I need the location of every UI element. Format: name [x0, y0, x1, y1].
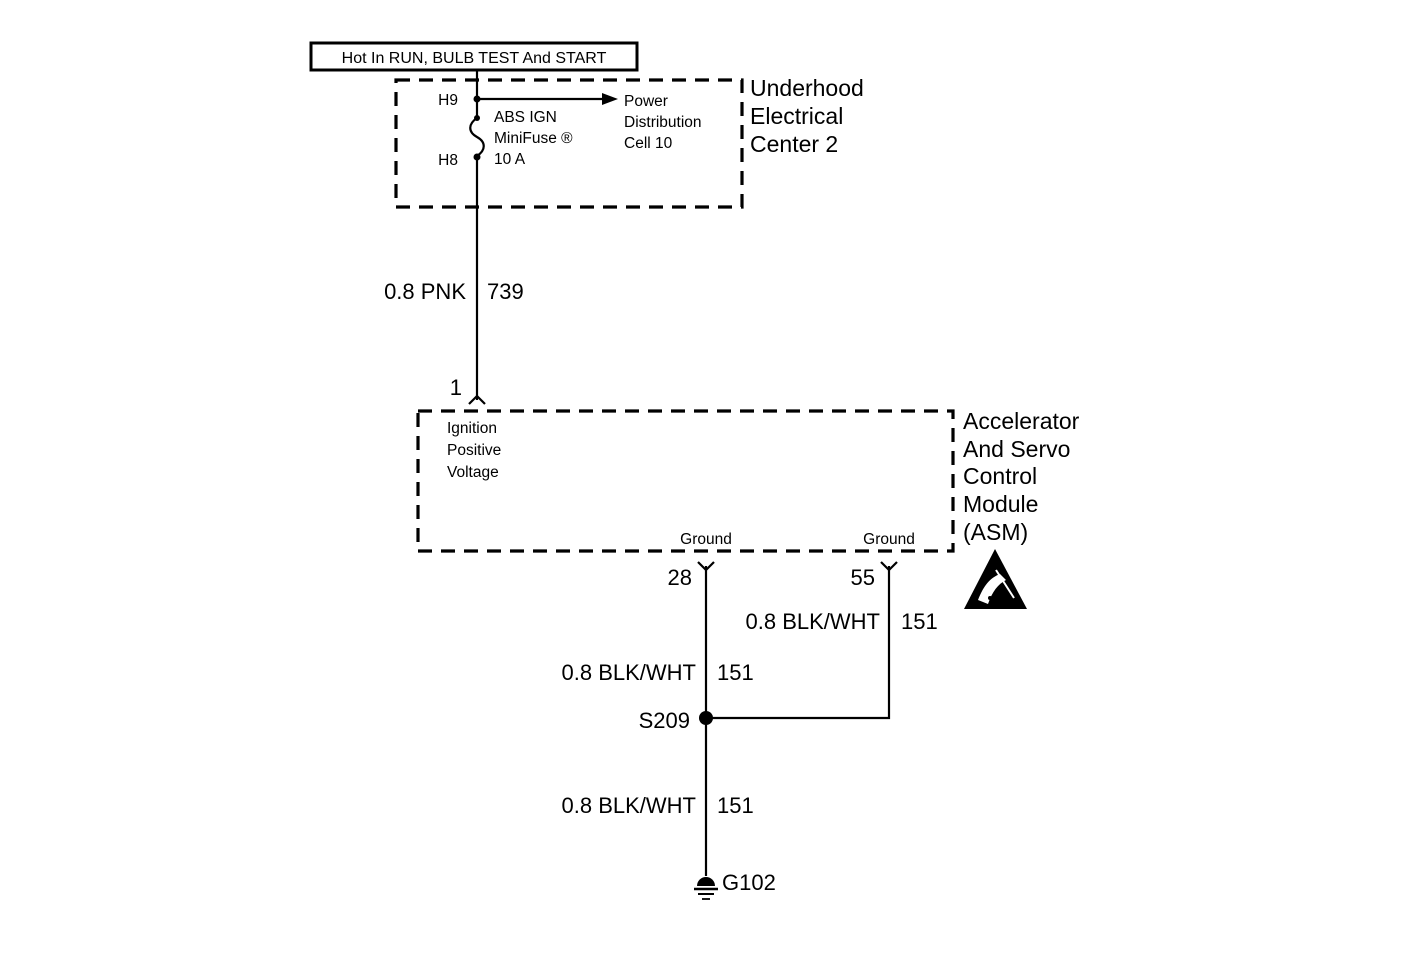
- pin-28-label: 28: [668, 565, 692, 590]
- splice-label: S209: [639, 708, 690, 733]
- ground-wire-55-gauge: 0.8 BLK/WHT: [746, 609, 880, 634]
- uec-box: [394, 78, 744, 209]
- pdc-line-1: Power: [624, 93, 668, 110]
- esd-warning-icon: [964, 549, 1027, 609]
- pin-1-connector-icon: [468, 394, 486, 405]
- pin-55-label: 55: [851, 565, 875, 590]
- asm-name-line-5: (ASM): [963, 519, 1028, 545]
- asm-box: [416, 409, 955, 553]
- asm-ground-label-b: Ground: [863, 531, 915, 548]
- asm-name-line-1: Accelerator: [963, 408, 1080, 434]
- asm-name-line-3: Control: [963, 463, 1037, 489]
- feed-wire-circuit: 739: [487, 279, 524, 304]
- pdc-line-3: Cell 10: [624, 135, 673, 152]
- fuse-label-line-2: MiniFuse ®: [494, 130, 573, 147]
- ground-symbol-icon: [694, 877, 718, 900]
- ground-wire-28-circuit: 151: [717, 660, 754, 685]
- terminal-h8-label: H8: [438, 152, 458, 169]
- uec-name-line-3: Center 2: [750, 131, 838, 157]
- power-label-box: [309, 41, 639, 72]
- asm-input-line-3: Voltage: [447, 464, 499, 481]
- ground-main-gauge: 0.8 BLK/WHT: [562, 793, 696, 818]
- ground-main-circuit: 151: [717, 793, 754, 818]
- uec-name-line-2: Electrical: [750, 103, 843, 129]
- terminal-h9-fuse-dot: [474, 115, 480, 121]
- fuse-icon: [469, 117, 485, 157]
- pdc-arrow-icon: [602, 93, 618, 105]
- ground-wire-55-circuit: 151: [901, 609, 938, 634]
- terminal-h9-label: H9: [438, 92, 458, 109]
- uec-name-line-1: Underhood: [750, 75, 864, 101]
- asm-name-line-2: And Servo: [963, 436, 1070, 462]
- ground-point-label: G102: [722, 870, 776, 895]
- asm-input-line-2: Positive: [447, 442, 501, 459]
- pdc-line-2: Distribution: [624, 114, 702, 131]
- asm-ground-label-a: Ground: [680, 531, 732, 548]
- splice-dot: [699, 711, 713, 725]
- feed-wire-gauge: 0.8 PNK: [384, 279, 466, 304]
- asm-name-line-4: Module: [963, 491, 1038, 517]
- asm-input-line-1: Ignition: [447, 420, 497, 437]
- pin-1-label: 1: [450, 375, 462, 400]
- ground-wire-55: [706, 566, 891, 720]
- fuse-label-line-1: ABS IGN: [494, 109, 557, 126]
- ground-wire-28-gauge: 0.8 BLK/WHT: [562, 660, 696, 685]
- power-label: Hot In RUN, BULB TEST And START: [342, 50, 607, 67]
- fuse-label-line-3: 10 A: [494, 151, 526, 168]
